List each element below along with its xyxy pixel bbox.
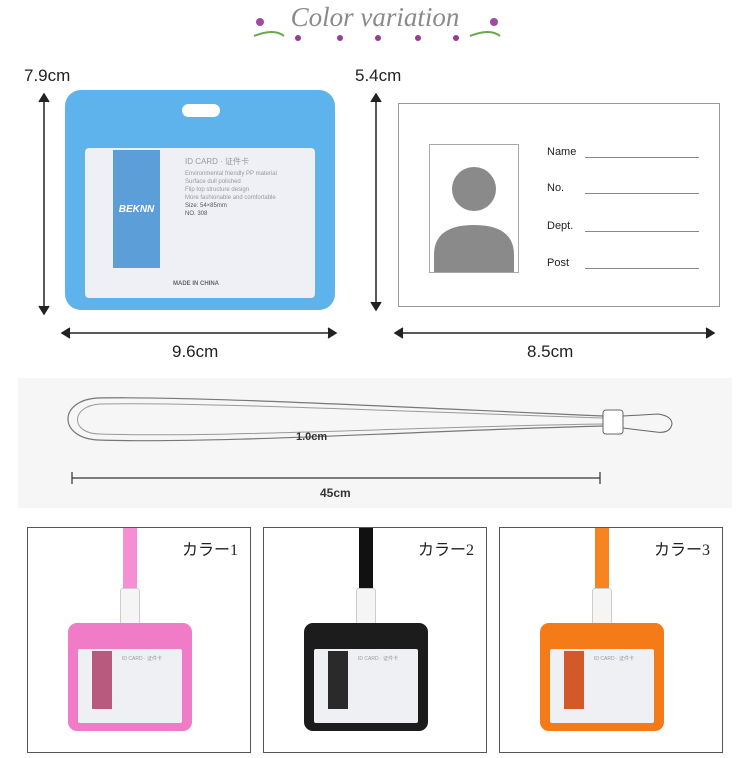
lanyard-strap xyxy=(123,528,137,598)
variant-label: カラー2 xyxy=(417,542,474,559)
id-card-diagram: Name No. Dept. Post xyxy=(398,103,720,307)
color-variant-1: カラー1 ID CARD · 证件卡 xyxy=(27,527,251,753)
color-variant-3: カラー3 ID CARD · 证件卡 xyxy=(499,527,723,753)
color-variant-2: カラー2 ID CARD · 证件卡 xyxy=(263,527,487,753)
field-name-label: Name xyxy=(547,146,577,158)
field-line xyxy=(585,148,699,158)
person-silhouette-icon xyxy=(434,167,514,272)
field-no-label: No. xyxy=(547,182,565,194)
card-height-label: 5.4cm xyxy=(355,66,402,85)
strap-clip xyxy=(356,588,376,628)
field-line xyxy=(585,259,699,269)
page-title: Color variation xyxy=(290,2,460,32)
lanyard-width-label: 1.0cm xyxy=(296,431,328,443)
lanyard-length-label: 45cm xyxy=(320,486,351,500)
lanyard-strap xyxy=(595,528,609,598)
id-holder: ID CARD · 证件卡 xyxy=(540,623,664,731)
holder-slot xyxy=(182,104,220,117)
vertical-arrow-icon xyxy=(38,92,50,316)
card-width-label: 8.5cm xyxy=(527,342,574,361)
vine-decoration-icon xyxy=(253,18,501,41)
strap-clip xyxy=(592,588,612,628)
vertical-arrow-icon xyxy=(370,92,382,312)
horizontal-arrow-icon xyxy=(60,327,338,339)
holder-window: BEKNN ID CARD · 证件卡 Environmental friend… xyxy=(85,148,315,298)
field-post-label: Post xyxy=(547,257,570,269)
holder-height-label: 7.9cm xyxy=(24,66,71,85)
id-holder: ID CARD · 证件卡 xyxy=(304,623,428,731)
field-line xyxy=(585,222,699,232)
horizontal-arrow-icon xyxy=(393,327,716,339)
lanyard-strap xyxy=(359,528,373,598)
holder-width-label: 9.6cm xyxy=(172,342,219,361)
variant-label: カラー3 xyxy=(653,542,710,559)
field-line xyxy=(585,184,699,194)
lanyard-drawing xyxy=(67,397,673,484)
card-print: ID CARD · 证件卡 Environmental friendly PP … xyxy=(185,157,277,218)
lanyard-panel: 1.0cm 45cm xyxy=(18,378,732,508)
brand-strip: BEKNN xyxy=(113,150,160,268)
id-holder: ID CARD · 证件卡 xyxy=(68,623,192,731)
variant-label: カラー1 xyxy=(181,542,238,559)
photo-placeholder xyxy=(429,144,519,273)
field-dept-label: Dept. xyxy=(547,220,574,232)
strap-clip xyxy=(120,588,140,628)
id-holder-blue: BEKNN ID CARD · 证件卡 Environmental friend… xyxy=(65,90,335,310)
